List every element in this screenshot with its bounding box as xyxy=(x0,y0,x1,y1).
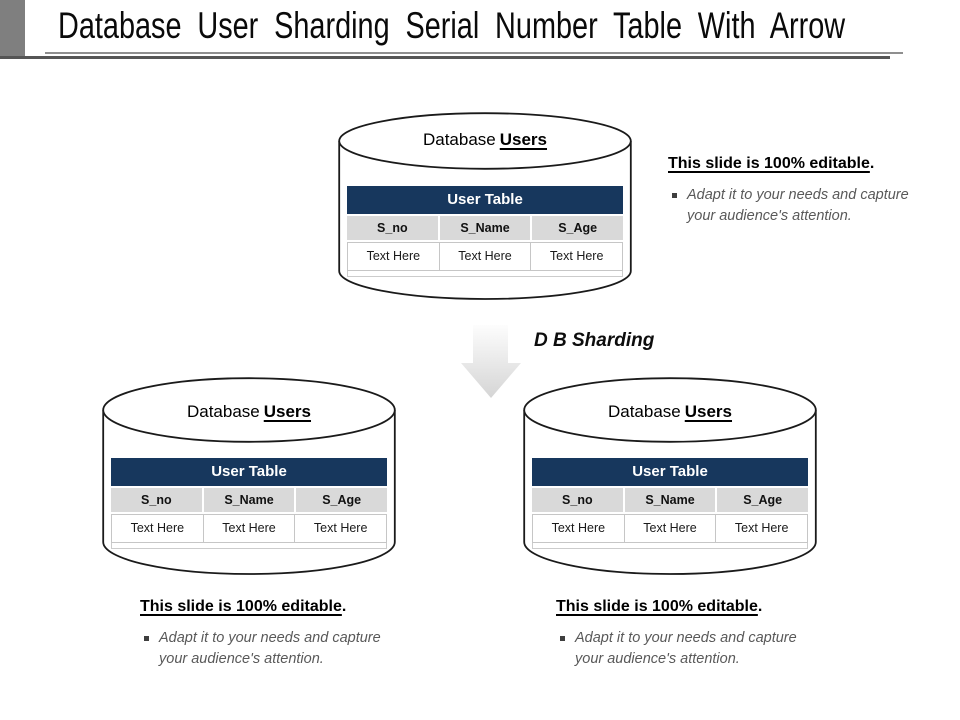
table-cell: Text Here xyxy=(202,515,295,542)
table-footer-strip xyxy=(532,543,808,549)
table-header-row: S_no S_Name S_Age xyxy=(111,488,388,512)
note-bullet-item: Adapt it to your needs and capture your … xyxy=(140,628,385,670)
table-title-row: User Table xyxy=(347,186,623,214)
note-bottom-left: This slide is 100% editable. Adapt it to… xyxy=(140,598,385,670)
column-header: S_Age xyxy=(532,216,624,240)
database-label-prefix: Database xyxy=(607,402,681,421)
note-heading: This slide is 100% editable. xyxy=(140,598,347,615)
table-title-row: User Table xyxy=(111,458,387,486)
table-cell: Text Here xyxy=(366,249,421,263)
table-footer-strip xyxy=(111,543,387,549)
database-label-prefix: Database xyxy=(422,130,496,149)
note-bullet-item: Adapt it to your needs and capture your … xyxy=(668,185,913,227)
bullet-square-icon xyxy=(144,636,149,641)
note-bullet-text: Adapt it to your needs and capture your … xyxy=(575,630,797,667)
note-top-right: This slide is 100% editable. Adapt it to… xyxy=(668,155,913,227)
note-bullet-item: Adapt it to your needs and capture your … xyxy=(556,628,801,670)
table-footer-strip xyxy=(347,271,623,277)
table-cell: Text Here xyxy=(530,243,622,270)
bullet-square-icon xyxy=(560,636,565,641)
column-header: S_no xyxy=(111,488,202,512)
table-data-row: Text Here Text Here Text Here xyxy=(532,514,808,543)
page-title-text: Database User Sharding Serial Number Tab… xyxy=(58,5,846,46)
table-cell: Text Here xyxy=(551,521,606,535)
corner-accent-block xyxy=(0,0,25,57)
table-title-row: User Table xyxy=(532,458,808,486)
table-cell: Text Here xyxy=(623,515,716,542)
table-cell: Text Here xyxy=(130,521,185,535)
table-cell: Text Here xyxy=(438,243,531,270)
title-rule-thick xyxy=(0,56,890,59)
table-cell: Text Here xyxy=(294,515,386,542)
table-header-row: S_no S_Name S_Age xyxy=(532,488,809,512)
database-label-prefix: Database xyxy=(186,402,260,421)
column-header: S_Name xyxy=(624,488,716,512)
bullet-square-icon xyxy=(672,193,677,198)
database-label-users: Users xyxy=(684,402,733,421)
column-header: S_Age xyxy=(717,488,809,512)
down-arrow-icon xyxy=(461,325,521,398)
database-label-users: Users xyxy=(263,402,312,421)
note-heading: This slide is 100% editable. xyxy=(668,155,875,172)
page-title: Database User Sharding Serial Number Tab… xyxy=(58,5,960,47)
table-data-row: Text Here Text Here Text Here xyxy=(347,242,623,271)
table-data-row: Text Here Text Here Text Here xyxy=(111,514,387,543)
table-cell: Text Here xyxy=(715,515,807,542)
note-bullet-text: Adapt it to your needs and capture your … xyxy=(159,630,381,667)
user-table: User Table S_no S_Name S_Age Text Here T… xyxy=(111,458,388,549)
arrow-label: D B Sharding xyxy=(534,330,655,351)
table-header-row: S_no S_Name S_Age xyxy=(347,216,624,240)
column-header: S_Name xyxy=(203,488,295,512)
column-header: S_no xyxy=(532,488,623,512)
title-rule-thin xyxy=(45,52,903,54)
note-bullet-text: Adapt it to your needs and capture your … xyxy=(687,187,909,224)
column-header: S_Name xyxy=(439,216,531,240)
note-bottom-right: This slide is 100% editable. Adapt it to… xyxy=(556,598,801,670)
database-label-users: Users xyxy=(499,130,548,149)
user-table: User Table S_no S_Name S_Age Text Here T… xyxy=(347,186,624,277)
column-header: S_Age xyxy=(296,488,388,512)
note-heading: This slide is 100% editable. xyxy=(556,598,763,615)
column-header: S_no xyxy=(347,216,438,240)
user-table: User Table S_no S_Name S_Age Text Here T… xyxy=(532,458,809,549)
